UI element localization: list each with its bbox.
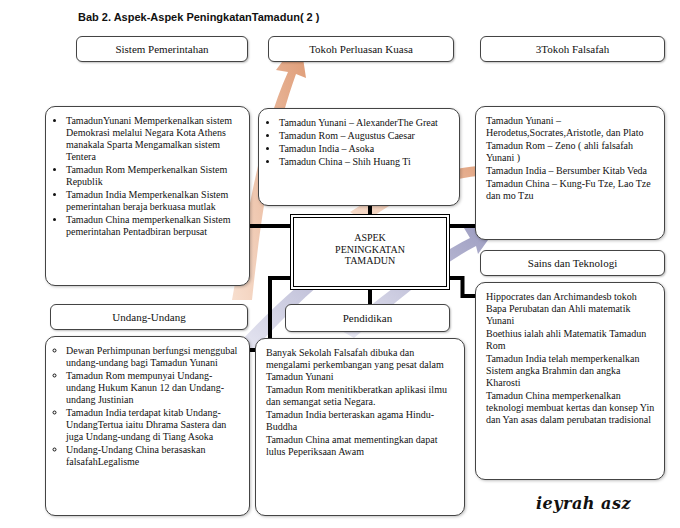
connector-line <box>450 224 475 228</box>
list-item: Tamadun India – Bersumber Kitab Veda <box>486 165 656 177</box>
list-item: Tamadun Rom – Augustus Caesar <box>279 130 451 142</box>
list-item: Tamadun Rom Memperkenalkan Sistem Republ… <box>66 164 241 188</box>
list-item: Boethius ialah ahli Matematik Tamadun Ro… <box>486 328 656 352</box>
item-list: Dewan Perhimpunan berfungsi menggubal un… <box>52 345 241 468</box>
list-item: Hippocrates dan Archimandesb tokoh Bapa … <box>486 291 656 327</box>
item-list: Banyak Sekolah Falsafah dibuka dan menga… <box>262 347 456 458</box>
connector-line <box>368 290 372 304</box>
section-header: Tokoh Perluasan Kuasa <box>268 36 454 62</box>
header-text: Sains dan Teknologi <box>528 257 617 269</box>
list-item: Undang-Undang China berasaskan falsafahL… <box>66 444 241 468</box>
list-item: Tamadun China – Kung-Fu Tze, Lao Tze dan… <box>486 178 656 202</box>
central-title: ASPEK PENINGKATAN TAMADUN <box>327 232 413 286</box>
header-text: Undang-Undang <box>112 311 185 323</box>
list-item: Tamadun India terdapat kitab Undang-Unda… <box>66 407 241 443</box>
header-text: Sistem Pemerintahan <box>115 43 208 55</box>
list-item: Tamadun Yunani – AlexanderThe Great <box>279 117 451 129</box>
connector-line <box>450 278 475 296</box>
section-header: 3Tokoh Falsafah <box>480 36 665 62</box>
list-item: Tamadun Rom menitikberatkan aplikasi ilm… <box>266 384 456 408</box>
watermark: ieyrah asz <box>536 494 631 513</box>
list-item: Tamadun India Memperkenalkan Sistem peme… <box>66 189 241 213</box>
item-list: Tamadun Yunani – AlexanderThe GreatTamad… <box>265 117 451 168</box>
section-body: Tamadun Yunani – Herodetus,Socrates,Aris… <box>475 106 665 240</box>
list-item: Tamadun India berteraskan agama Hindu-Bu… <box>266 409 456 433</box>
list-item: Tamadun India telah memperkenalkan Siste… <box>486 353 656 389</box>
list-item: Dewan Perhimpunan berfungsi menggubal un… <box>66 345 241 369</box>
item-list: TamadunYunani Memperkenalkan sistem Demo… <box>52 115 241 238</box>
list-item: Tamadun China amat mementingkan dapat lu… <box>266 434 456 458</box>
section-body: Dewan Perhimpunan berfungsi menggubal un… <box>45 336 250 516</box>
diagram-title: Bab 2. Aspek-Aspek PeningkatanTamadun( 2… <box>78 11 319 23</box>
header-text: 3Tokoh Falsafah <box>536 43 609 55</box>
list-item: Tamadun China memperkenalkan teknologi m… <box>486 390 656 426</box>
connector-line <box>368 206 372 214</box>
section-header: Sains dan Teknologi <box>480 250 665 276</box>
section-body: Tamadun Yunani – AlexanderThe GreatTamad… <box>258 108 460 206</box>
item-list: Tamadun Yunani – Herodetus,Socrates,Aris… <box>482 115 656 202</box>
list-item: TamadunYunani Memperkenalkan sistem Demo… <box>66 115 241 163</box>
connector-line <box>250 224 290 228</box>
item-list: Hippocrates dan Archimandesb tokoh Bapa … <box>482 291 656 426</box>
list-item: Tamadun Rom mempunyai Undang-undang Huku… <box>66 370 241 406</box>
list-item: Tamadun India – Asoka <box>279 143 451 155</box>
section-header: Sistem Pemerintahan <box>76 36 248 62</box>
section-body: Banyak Sekolah Falsafah dibuka dan menga… <box>255 338 465 516</box>
list-item: Banyak Sekolah Falsafah dibuka dan menga… <box>266 347 456 383</box>
section-header: Pendidikan <box>285 304 450 332</box>
list-item: Tamadun Rom – Zeno ( ahli falsafah Yunan… <box>486 140 656 164</box>
header-text: Pendidikan <box>343 312 393 324</box>
section-body: TamadunYunani Memperkenalkan sistem Demo… <box>45 106 250 286</box>
section-body: Hippocrates dan Archimandesb tokoh Bapa … <box>475 282 665 480</box>
list-item: Tamadun China – Shih Huang Ti <box>279 156 451 168</box>
header-text: Tokoh Perluasan Kuasa <box>309 43 413 55</box>
list-item: Tamadun Yunani – Herodetus,Socrates,Aris… <box>486 115 656 139</box>
section-header: Undang-Undang <box>50 304 248 330</box>
list-item: Tamadun China memperkenalkan Sistem peme… <box>66 214 241 238</box>
central-box: ASPEK PENINGKATAN TAMADUN <box>290 214 450 290</box>
